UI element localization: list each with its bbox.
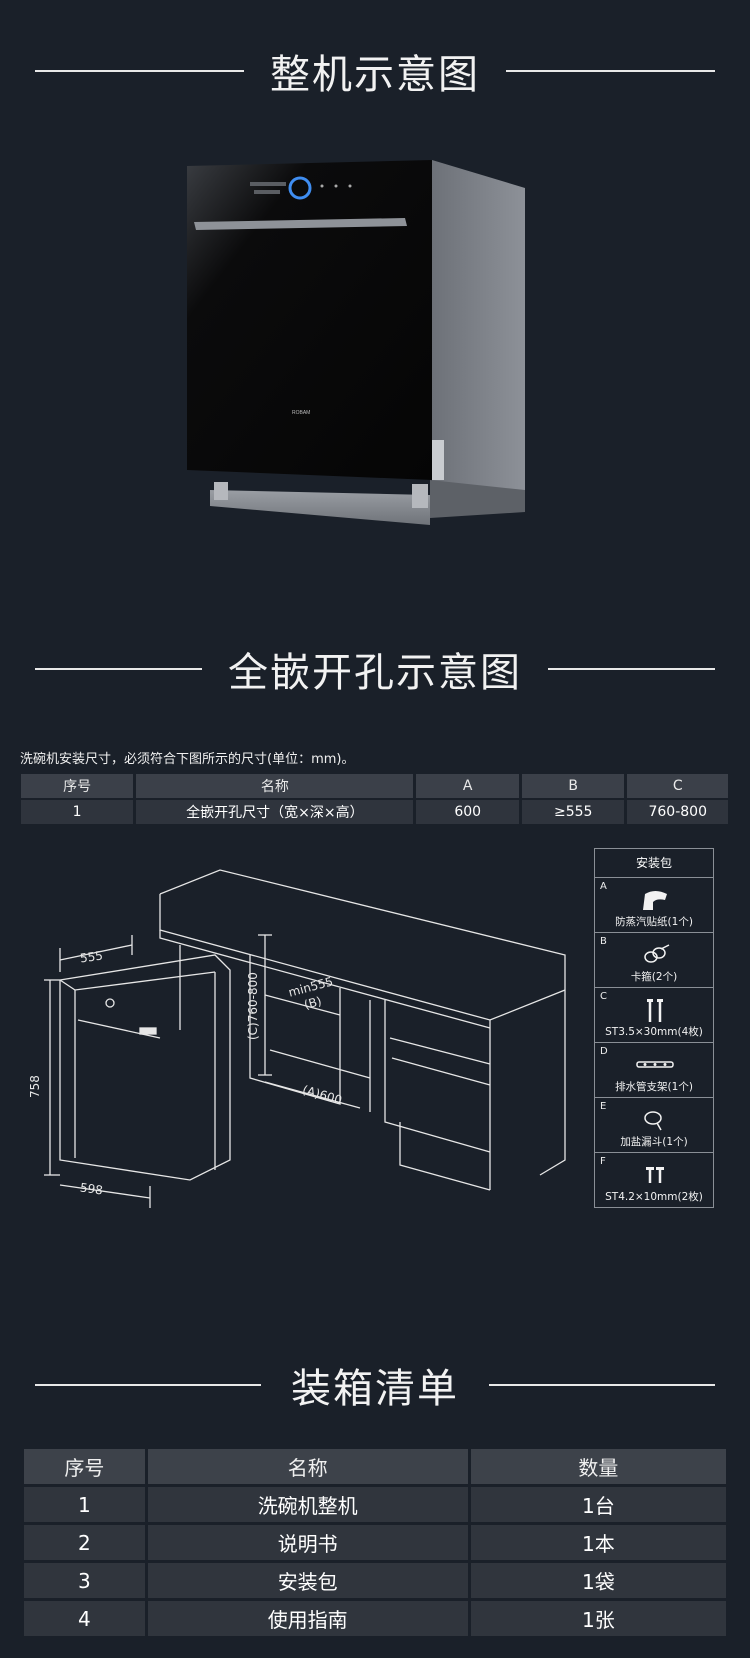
table-header-row: 序号 名称 A B C xyxy=(21,774,728,798)
table-cell: 1 xyxy=(24,1487,145,1522)
bracket-icon xyxy=(636,1061,674,1068)
header-cell: 名称 xyxy=(136,774,414,798)
kit-item: F ST4.2×10mm(2枚) xyxy=(595,1153,713,1207)
table-row: 1 全嵌开孔尺寸（宽×深×高） 600 ≥555 760-800 xyxy=(21,800,728,824)
table-row: 4 使用指南 1张 xyxy=(24,1601,726,1636)
table-cell: 1 xyxy=(21,800,134,824)
header-cell: 序号 xyxy=(21,774,134,798)
table-cell: 1袋 xyxy=(470,1563,726,1598)
kit-item: C ST3.5×30mm(4枚) xyxy=(595,988,713,1043)
kit-item-letter: A xyxy=(600,881,607,892)
kit-title: 安装包 xyxy=(595,849,713,878)
dim-bottom-label: 598 xyxy=(79,1180,104,1198)
kit-item-letter: D xyxy=(600,1046,608,1057)
kit-item-letter: E xyxy=(600,1101,607,1112)
table-row: 1 洗碗机整机 1台 xyxy=(24,1487,726,1522)
kit-item-name: 防蒸汽贴纸(1个) xyxy=(615,916,693,928)
kit-item-name: ST4.2×10mm(2枚) xyxy=(605,1191,703,1203)
section-title-packing: 装箱清单 xyxy=(0,1356,750,1414)
kit-item-name: 加盐漏斗(1个) xyxy=(620,1136,688,1148)
table-cell: 1台 xyxy=(470,1487,726,1522)
table-cell: ≥555 xyxy=(521,800,625,824)
header-cell: 名称 xyxy=(147,1449,468,1484)
table-cell: 4 xyxy=(24,1601,145,1636)
section-title-overview: 整机示意图 xyxy=(0,42,750,100)
kit-item: D 排水管支架(1个) xyxy=(595,1043,713,1098)
section-title-text: 整机示意图 xyxy=(270,52,480,98)
header-cell: 数量 xyxy=(470,1449,726,1484)
table-row: 3 安装包 1袋 xyxy=(24,1563,726,1598)
kit-item-letter: B xyxy=(600,936,607,947)
brand-logo-text: ROBAM xyxy=(292,410,310,416)
kit-item: E 加盐漏斗(1个) xyxy=(595,1098,713,1153)
screw-icon xyxy=(647,999,663,1022)
table-cell: 洗碗机整机 xyxy=(147,1487,468,1522)
table-row: 2 说明书 1本 xyxy=(24,1525,726,1560)
title-rule-right xyxy=(489,1384,715,1386)
table-cell: 600 xyxy=(416,800,519,824)
kit-item: B 卡箍(2个) xyxy=(595,933,713,988)
header-cell: B xyxy=(521,774,625,798)
kit-item-name: ST3.5×30mm(4枚) xyxy=(605,1026,703,1038)
section-title-text: 装箱清单 xyxy=(291,1366,459,1412)
header-cell: 序号 xyxy=(24,1449,145,1484)
section-title-cutout: 全嵌开孔示意图 xyxy=(0,640,750,698)
dim-height-label: 758 xyxy=(28,1075,42,1098)
table-cell: 2 xyxy=(24,1525,145,1560)
table-cell: 1本 xyxy=(470,1525,726,1560)
table-cell: 1张 xyxy=(470,1601,726,1636)
table-cell: 说明书 xyxy=(147,1525,468,1560)
installation-diagram xyxy=(44,869,566,1208)
table-header-row: 序号 名称 数量 xyxy=(24,1449,726,1484)
installation-kit-panel: 安装包 A 防蒸汽贴纸(1个) B 卡箍(2个) C ST3.5×30mm(4枚… xyxy=(594,848,714,1208)
kit-item: A 防蒸汽贴纸(1个) xyxy=(595,878,713,933)
kit-item-letter: F xyxy=(600,1156,606,1167)
title-rule-left xyxy=(35,668,202,670)
short-screw-icon xyxy=(646,1167,664,1183)
table-cell: 760-800 xyxy=(627,800,728,824)
table-cell: 安装包 xyxy=(147,1563,468,1598)
header-cell: A xyxy=(416,774,519,798)
title-rule-right xyxy=(548,668,715,670)
table-cell: 3 xyxy=(24,1563,145,1598)
install-size-note: 洗碗机安装尺寸，必须符合下图所示的尺寸(单位：mm)。 xyxy=(20,752,355,767)
dishwasher-product-image: ROBAM xyxy=(187,160,525,525)
funnel-icon xyxy=(644,1111,662,1131)
dim-c-label: (C)760-800 xyxy=(246,972,260,1040)
sticker-icon xyxy=(643,891,667,910)
cutout-size-table: 序号 名称 A B C 1 全嵌开孔尺寸（宽×深×高） 600 ≥555 760… xyxy=(18,772,731,826)
table-cell: 全嵌开孔尺寸（宽×深×高） xyxy=(136,800,414,824)
title-rule-right xyxy=(506,70,715,72)
section-title-text: 全嵌开孔示意图 xyxy=(228,650,522,696)
table-cell: 使用指南 xyxy=(147,1601,468,1636)
kit-item-name: 卡箍(2个) xyxy=(630,971,678,983)
clamp-icon xyxy=(644,944,670,963)
packing-list-table: 序号 名称 数量 1 洗碗机整机 1台 2 说明书 1本 3 安装包 1袋 4 … xyxy=(21,1446,729,1639)
kit-item-name: 排水管支架(1个) xyxy=(615,1081,693,1093)
title-rule-left xyxy=(35,1384,261,1386)
title-rule-left xyxy=(35,70,244,72)
kit-item-letter: C xyxy=(600,991,607,1002)
header-cell: C xyxy=(627,774,728,798)
